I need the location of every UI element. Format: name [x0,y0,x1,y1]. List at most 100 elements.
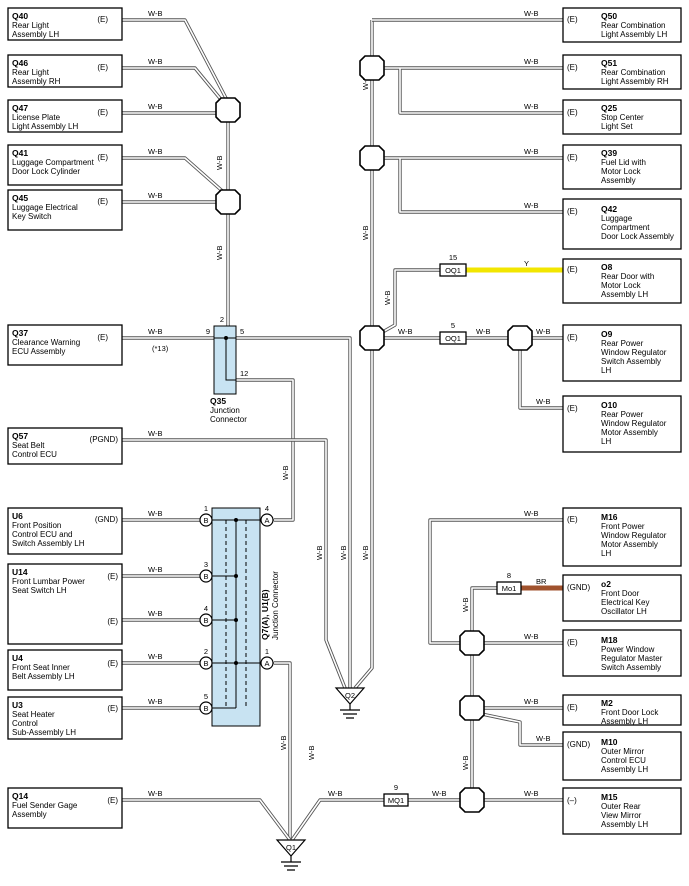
svg-text:Window Regulator: Window Regulator [601,348,667,357]
svg-text:W-B: W-B [148,697,162,706]
component-q42: (E) Q42 Luggage Compartment Door Lock As… [562,198,682,250]
svg-text:LH: LH [601,549,611,558]
svg-text:Light Assembly LH: Light Assembly LH [601,30,667,39]
svg-text:Rear Door with: Rear Door with [601,272,654,281]
svg-text:Q14: Q14 [12,791,28,801]
svg-text:Front Position: Front Position [12,521,61,530]
svg-text:Window Regulator: Window Regulator [601,419,667,428]
svg-text:B: B [203,616,208,625]
svg-text:Outer Rear: Outer Rear [601,802,641,811]
svg-text:(GND): (GND) [567,583,590,592]
component-q50: (E) Q50 Rear Combination Light Assembly … [562,7,682,43]
svg-text:B: B [203,516,208,525]
splice-points [215,55,533,813]
svg-text:Fuel Lid with: Fuel Lid with [601,158,646,167]
svg-text:Electrical Key: Electrical Key [601,598,649,607]
svg-text:Window Regulator: Window Regulator [601,531,667,540]
svg-text:Control ECU: Control ECU [601,756,646,765]
svg-text:B: B [203,704,208,713]
svg-text:W-B: W-B [215,156,224,170]
component-q40: Q40 Rear Light Assembly LH (E) [7,7,123,41]
svg-text:Motor Lock: Motor Lock [601,167,642,176]
svg-text:Q46: Q46 [12,58,28,68]
svg-text:Assembly LH: Assembly LH [601,290,648,299]
component-m18: (E) M18 Power Window Regulator Master Sw… [562,629,682,677]
svg-text:Q37: Q37 [12,328,28,338]
svg-text:Assembly LH: Assembly LH [601,765,648,774]
svg-text:Q7(A), U1(B): Q7(A), U1(B) [260,589,270,640]
svg-text:W-B: W-B [281,466,290,480]
svg-text:9: 9 [206,327,210,336]
svg-text:Rear Light: Rear Light [12,68,50,77]
svg-text:LH: LH [601,437,611,446]
svg-text:15: 15 [449,253,457,262]
svg-text:Q25: Q25 [601,103,617,113]
svg-text:W-B: W-B [524,632,538,641]
svg-text:1: 1 [204,504,208,513]
svg-text:Assembly: Assembly [601,176,636,185]
svg-text:Seat Switch LH: Seat Switch LH [12,586,67,595]
svg-text:(*13): (*13) [152,344,169,353]
svg-text:(GND): (GND) [567,740,590,749]
svg-text:License Plate: License Plate [12,113,61,122]
svg-text:(E): (E) [107,617,118,626]
component-o2: (GND) o2 Front Door Electrical Key Oscil… [562,574,682,622]
svg-text:Front Seat Inner: Front Seat Inner [12,663,70,672]
svg-text:Key Switch: Key Switch [12,212,52,221]
svg-text:W-B: W-B [536,397,550,406]
component-q46: Q46 Rear Light Assembly RH (E) [7,54,123,88]
component-q57: Q57 Seat Belt Control ECU (PGND) [7,427,123,465]
svg-text:Belt Assembly LH: Belt Assembly LH [12,672,75,681]
connector-oq1-15: OQ1 15 [439,253,467,277]
svg-text:Rear Power: Rear Power [601,339,644,348]
svg-text:Q41: Q41 [12,148,28,158]
svg-text:W-B: W-B [148,609,162,618]
svg-text:Mo1: Mo1 [502,584,517,593]
svg-text:Q47: Q47 [12,103,28,113]
svg-text:Q57: Q57 [12,431,28,441]
svg-text:Luggage Electrical: Luggage Electrical [12,203,78,212]
svg-text:Junction Connector: Junction Connector [271,571,280,640]
svg-text:Door Lock Cylinder: Door Lock Cylinder [12,167,80,176]
svg-text:W-B: W-B [361,226,370,240]
svg-text:Q35: Q35 [210,396,226,406]
svg-text:Control ECU: Control ECU [12,450,57,459]
svg-text:W-B: W-B [524,147,538,156]
svg-text:B: B [203,659,208,668]
svg-text:Sub-Assembly LH: Sub-Assembly LH [12,728,76,737]
svg-text:Regulator Master: Regulator Master [601,654,663,663]
component-o8: (E) O8 Rear Door with Motor Lock Assembl… [562,258,682,304]
svg-text:View Mirror: View Mirror [601,811,642,820]
svg-text:Assembly: Assembly [12,810,47,819]
svg-text:W-B: W-B [279,736,288,750]
svg-text:Q1: Q1 [286,843,296,852]
svg-text:W-B: W-B [148,565,162,574]
svg-text:(E): (E) [97,333,108,342]
svg-text:W-B: W-B [398,327,412,336]
svg-text:W-B: W-B [148,327,162,336]
component-u6: U6 Front Position Control ECU and Switch… [7,507,123,555]
svg-text:W-B: W-B [432,789,446,798]
svg-text:W-B: W-B [215,246,224,260]
component-q41: Q41 Luggage Compartment Door Lock Cylind… [7,144,123,186]
svg-text:U14: U14 [12,567,28,577]
svg-text:W-B: W-B [148,191,162,200]
svg-text:Switch Assembly: Switch Assembly [601,357,661,366]
svg-text:Rear Combination: Rear Combination [601,68,665,77]
svg-text:U4: U4 [12,653,23,663]
svg-text:(–): (–) [567,796,577,805]
svg-text:Q40: Q40 [12,11,28,21]
svg-text:Seat Belt: Seat Belt [12,441,45,450]
svg-text:Luggage Compartment: Luggage Compartment [12,158,95,167]
svg-text:W-B: W-B [524,509,538,518]
svg-text:W-B: W-B [148,9,162,18]
svg-text:OQ1: OQ1 [445,266,461,275]
svg-text:W-B: W-B [524,201,538,210]
svg-text:Door Lock Assembly: Door Lock Assembly [601,232,674,241]
svg-text:Light Assembly RH: Light Assembly RH [601,77,669,86]
svg-text:ECU Assembly: ECU Assembly [12,347,65,356]
svg-text:1: 1 [265,647,269,656]
svg-text:W-B: W-B [524,102,538,111]
wires [122,18,563,842]
